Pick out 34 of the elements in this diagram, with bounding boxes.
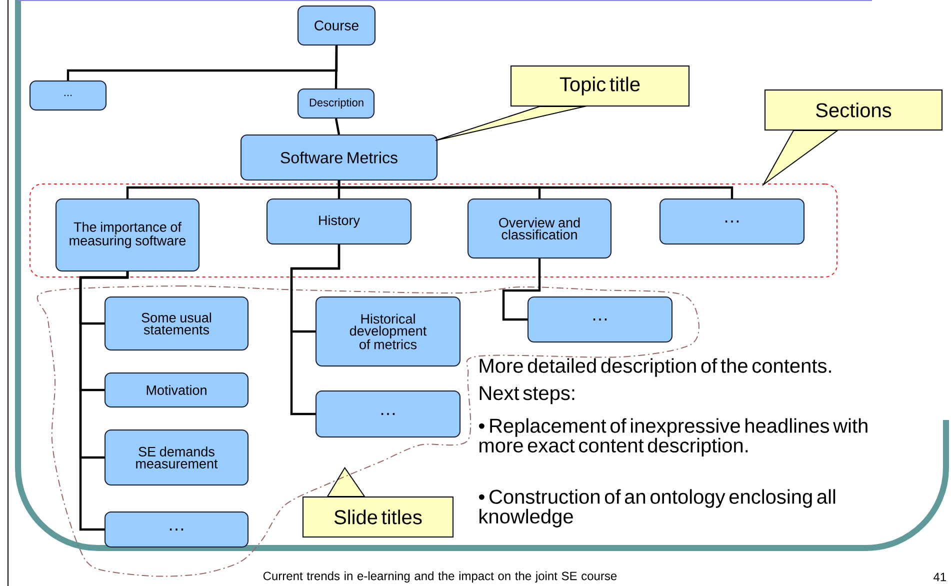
connector-line xyxy=(290,244,340,416)
connector-line xyxy=(338,180,734,198)
topic-box: … xyxy=(104,512,248,548)
topic-box: The importance of measuring software xyxy=(56,198,200,272)
topic-box: Some usual statements xyxy=(104,296,248,350)
note-text: Next steps: xyxy=(480,386,574,404)
connector-line xyxy=(334,118,340,135)
topic-box: … xyxy=(316,390,460,438)
footer-text: Current trends in e-learning and the impact on the joint SE course xyxy=(263,571,617,583)
connector-line xyxy=(502,258,541,321)
topic-box: SE demands measurement xyxy=(104,430,248,486)
leader-line xyxy=(327,466,366,497)
note-text: • Replacement of inexpressive headlines with more exact content description. xyxy=(479,418,868,456)
callout: Topic title xyxy=(439,66,690,141)
topic-box: Course xyxy=(298,6,376,46)
leader-line xyxy=(435,106,589,141)
callout: Slide titles xyxy=(302,468,454,538)
topic-box: … xyxy=(660,198,804,244)
connector-line xyxy=(334,45,338,88)
topic-box: Description xyxy=(298,88,374,118)
connector-line xyxy=(79,272,129,531)
topic-box: Historical development of metrics xyxy=(316,296,460,366)
topic-box: ... xyxy=(30,80,106,110)
topic-box: Software Metrics xyxy=(240,134,438,180)
note-text: More detailed description of the contents. xyxy=(480,358,831,377)
page-number: 41 xyxy=(933,572,946,582)
topic-box: Motivation xyxy=(104,372,248,408)
callout: Sections xyxy=(763,90,942,184)
topic-box: History xyxy=(266,198,412,244)
note-text: • Construction of an ontology enclosing all knowledge xyxy=(479,489,836,528)
topic-box: … xyxy=(528,296,672,342)
topic-box: Overview and classification xyxy=(468,198,612,258)
leader-line xyxy=(762,130,840,186)
dashed-region xyxy=(30,184,838,278)
